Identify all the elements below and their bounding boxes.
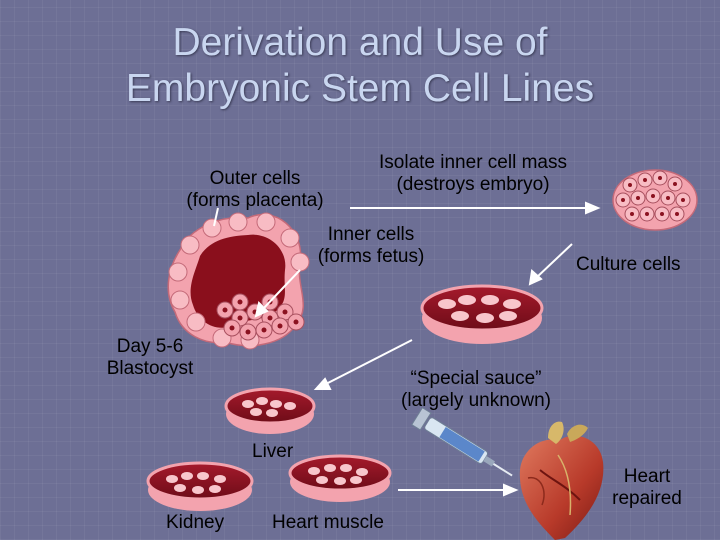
heart-muscle-dish (288, 454, 392, 502)
label-outer-line2: (forms placenta) (186, 190, 324, 211)
label-special-sauce: “Special sauce” (largely unknown) (374, 368, 578, 412)
blastocyst-surface-cells (168, 212, 310, 350)
label-heart-muscle: Heart muscle (272, 512, 384, 533)
arrow-heart-repaired (398, 483, 519, 497)
culture-dish (420, 284, 544, 344)
label-blastocyst-line1: Day 5-6 (116, 336, 184, 357)
arrows (213, 201, 601, 497)
label-kidney: Kidney (166, 512, 225, 533)
heart-icon (519, 421, 604, 540)
arrow-special-sauce (313, 339, 413, 390)
label-isolate: Isolate inner cell mass (destroys embryo… (352, 152, 594, 196)
label-isolate-line1: Isolate inner cell mass (379, 152, 567, 173)
arrow-culture (528, 243, 573, 286)
label-sauce-line1: “Special sauce” (410, 368, 542, 389)
label-culture-cells: Culture cells (576, 254, 681, 275)
label-inner-line1: Inner cells (327, 224, 415, 245)
arrow-inner-cells (254, 269, 301, 318)
liver-dish (224, 387, 316, 434)
kidney-dish (146, 461, 254, 511)
title-line-2: Embryonic Stem Cell Lines (125, 67, 595, 110)
label-outer-line1: Outer cells (209, 168, 301, 189)
arrow-outer-cells (213, 207, 219, 227)
label-outer-cells: Outer cells (forms placenta) (160, 168, 350, 212)
blastocyst (167, 212, 310, 350)
label-blastocyst: Day 5-6 Blastocyst (88, 336, 212, 380)
label-liver: Liver (252, 441, 294, 462)
label-heart-line1: Heart (623, 466, 671, 487)
title-line-1: Derivation and Use of (172, 21, 548, 64)
arrow-isolate (350, 201, 601, 215)
label-isolate-line2: (destroys embryo) (396, 174, 550, 195)
label-heart-line2: repaired (612, 488, 682, 509)
label-sauce-line2: (largely unknown) (401, 390, 551, 411)
label-inner-line2: (forms fetus) (317, 246, 425, 267)
label-blastocyst-line2: Blastocyst (106, 358, 194, 379)
syringe-icon (411, 407, 513, 477)
label-inner-cells: Inner cells (forms fetus) (296, 224, 446, 268)
isolated-cell-cluster (612, 169, 698, 231)
label-heart-repaired: Heart repaired (600, 466, 694, 510)
page-title: Derivation and Use of Embryonic Stem Cel… (0, 20, 720, 112)
